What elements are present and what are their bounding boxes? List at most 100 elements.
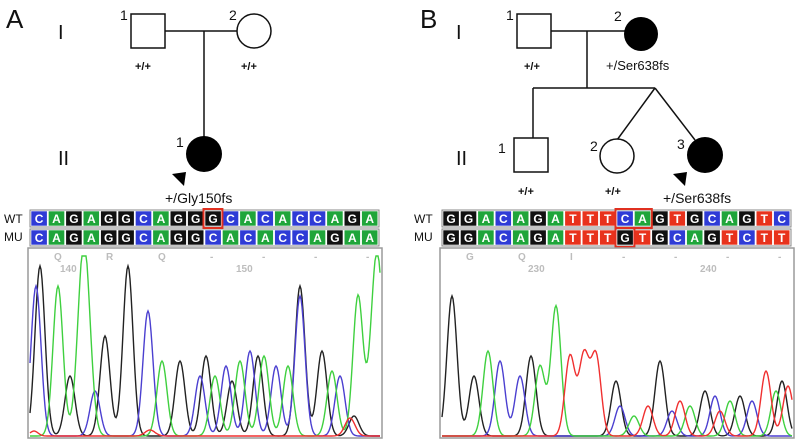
nucleotide-box	[773, 210, 791, 227]
panel-b-chromatogram-traces	[441, 293, 793, 437]
nucleotide-letter: G	[464, 231, 473, 245]
panel-a-mother-genotype: +/+	[241, 61, 257, 73]
nucleotide-letter: A	[348, 231, 357, 245]
nucleotide-box	[204, 229, 222, 246]
nucleotide-box	[48, 229, 65, 246]
nucleotide-letter: A	[52, 231, 61, 245]
panel-a-mu-label: MU	[4, 230, 23, 244]
panel-b-chromatogram-axis: G Q I - - - - 230 240	[466, 252, 781, 275]
panel-b-aa-label: I	[570, 252, 573, 263]
panel-b-aa-label: -	[726, 252, 729, 263]
panel-b-wt-label: WT	[414, 212, 433, 226]
panel-a-position-label: 140	[60, 264, 77, 275]
trace-line	[442, 348, 793, 437]
nucleotide-box	[703, 229, 721, 246]
nucleotide-box	[82, 229, 100, 246]
nucleotide-letter: G	[121, 212, 130, 226]
nucleotide-letter: A	[725, 212, 734, 226]
nucleotide-box	[239, 229, 257, 246]
panel-a-father-number: 1	[120, 7, 128, 23]
panel-b-generation-1: I	[456, 22, 462, 44]
nucleotide-box	[135, 229, 152, 246]
panel-b-child3-number: 3	[677, 136, 685, 152]
panel-a-wt-label: WT	[4, 212, 23, 226]
nucleotide-box	[117, 229, 135, 246]
nucleotide-box	[239, 210, 257, 227]
nucleotide-letter: C	[673, 231, 682, 245]
nucleotide-letter: T	[604, 231, 612, 245]
nucleotide-box	[442, 229, 460, 246]
nucleotide-box	[460, 210, 477, 227]
nucleotide-box	[512, 229, 530, 246]
nucleotide-letter: C	[244, 231, 253, 245]
panel-b-father-genotype: +/+	[524, 61, 540, 73]
nucleotide-letter: T	[569, 231, 577, 245]
nucleotide-box	[256, 229, 274, 246]
nucleotide-box	[100, 210, 118, 227]
panel-b-position-label: 240	[700, 264, 717, 275]
panel-a-mother-number: 2	[229, 7, 237, 23]
nucleotide-box	[686, 229, 704, 246]
nucleotide-letter: A	[157, 231, 166, 245]
nucleotide-letter: T	[761, 231, 769, 245]
nucleotide-letter: C	[296, 212, 305, 226]
nucleotide-letter: A	[331, 212, 340, 226]
nucleotide-box	[65, 210, 83, 227]
nucleotide-letter: G	[104, 231, 113, 245]
nucleotide-letter: G	[69, 231, 78, 245]
panel-a-aa-label: -	[210, 252, 213, 263]
nucleotide-box	[135, 210, 152, 227]
nucleotide-box	[100, 229, 118, 246]
panel-b-child3-circle	[687, 137, 723, 173]
nucleotide-box	[477, 229, 495, 246]
nucleotide-letter: G	[533, 212, 542, 226]
panel-a-aa-label: -	[314, 252, 317, 263]
panel-a-generation-1: I	[58, 22, 64, 44]
nucleotide-box	[291, 229, 309, 246]
nucleotide-letter: A	[365, 231, 374, 245]
nucleotide-letter: C	[313, 212, 322, 226]
nucleotide-letter: A	[482, 231, 491, 245]
nucleotide-letter: C	[296, 231, 305, 245]
nucleotide-letter: G	[655, 212, 664, 226]
nucleotide-letter: G	[620, 231, 629, 245]
nucleotide-letter: T	[587, 212, 595, 226]
nucleotide-letter: A	[261, 231, 270, 245]
nucleotide-letter: A	[87, 231, 96, 245]
nucleotide-letter: G	[191, 231, 200, 245]
nucleotide-letter: A	[516, 231, 525, 245]
nucleotide-letter: G	[742, 212, 751, 226]
nucleotide-box	[343, 229, 361, 246]
nucleotide-box	[721, 229, 738, 246]
nucleotide-box	[668, 229, 686, 246]
nucleotide-box	[361, 229, 379, 246]
nucleotide-box	[442, 210, 460, 227]
nucleotide-letter: A	[638, 212, 647, 226]
panel-a-aa-label: Q	[158, 252, 166, 263]
panel-b-aa-label: Q	[518, 252, 526, 263]
panel-b-child2-circle	[599, 138, 635, 174]
panel-a-chromatogram-frame	[27, 247, 383, 439]
nucleotide-box	[343, 210, 361, 227]
nucleotide-letter: T	[761, 212, 769, 226]
nucleotide-box	[169, 210, 187, 227]
nucleotide-box	[738, 210, 756, 227]
nucleotide-letter: G	[69, 212, 78, 226]
panel-b-letter: B	[420, 4, 437, 34]
panel-b-twin-line-left	[616, 87, 656, 141]
panel-a-chromatogram-axis: Q R Q - - - - 140 150	[54, 252, 369, 275]
panel-b-generation-2: II	[456, 148, 467, 170]
trace-line	[29, 417, 380, 437]
nucleotide-box	[256, 210, 274, 227]
nucleotide-box	[616, 229, 634, 246]
nucleotide-letter: T	[778, 231, 786, 245]
nucleotide-letter: T	[569, 212, 577, 226]
nucleotide-box	[529, 210, 547, 227]
nucleotide-letter: C	[139, 212, 148, 226]
panel-a-aa-label: R	[106, 252, 114, 263]
nucleotide-letter: C	[499, 231, 508, 245]
nucleotide-box	[634, 210, 651, 227]
panel-a-proband-number: 1	[176, 134, 184, 150]
